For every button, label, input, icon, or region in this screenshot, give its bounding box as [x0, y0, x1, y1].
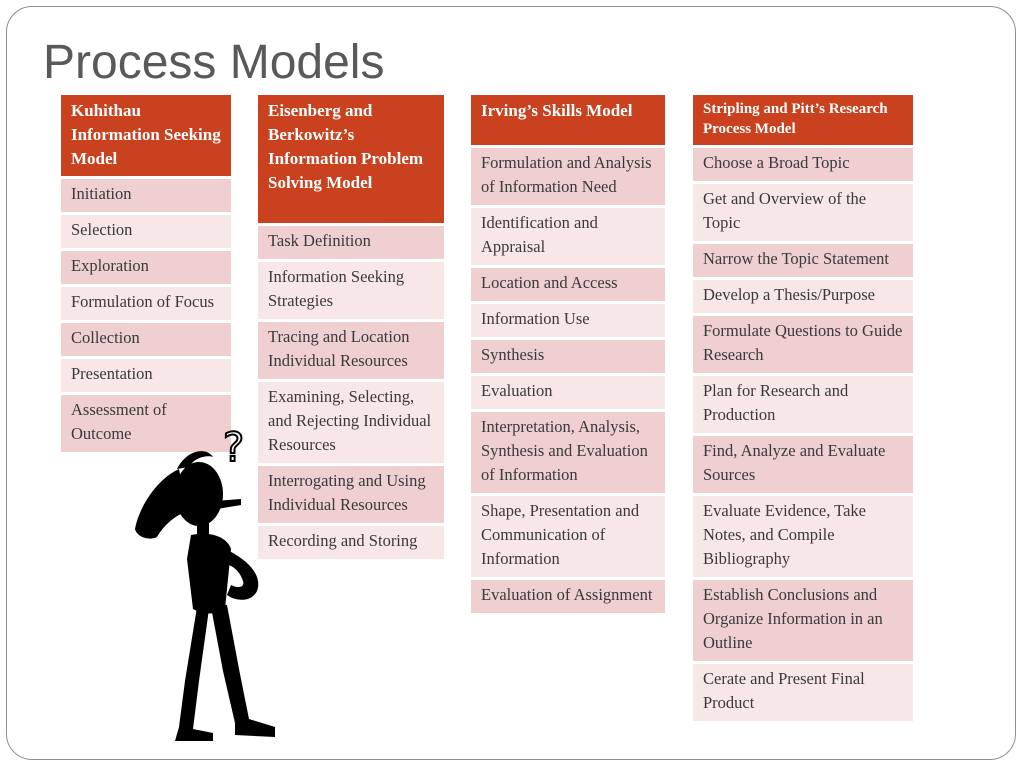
list-item: Choose a Broad Topic — [693, 145, 913, 181]
kuhlthau-column: Kuhithau Information Seeking Model Initi… — [61, 95, 231, 452]
column-header: Irving’s Skills Model — [471, 95, 665, 145]
list-item: Establish Conclusions and Organize Infor… — [693, 577, 913, 661]
list-item: Evaluate Evidence, Take Notes, and Compi… — [693, 493, 913, 577]
list-item: Formulation of Focus — [61, 284, 231, 320]
list-item: Formulate Questions to Guide Research — [693, 313, 913, 373]
list-item: Identification and Appraisal — [471, 205, 665, 265]
list-item: Information Seeking Strategies — [258, 259, 444, 319]
list-item: Get and Overview of the Topic — [693, 181, 913, 241]
eisenberg-berkowitz-column: Eisenberg and Berkowitz’s Information Pr… — [258, 95, 444, 559]
list-item: Interrogating and Using Individual Resou… — [258, 463, 444, 523]
list-item: Evaluation of Assignment — [471, 577, 665, 613]
list-item: Find, Analyze and Evaluate Sources — [693, 433, 913, 493]
list-item: Initiation — [61, 176, 231, 212]
column-header: Stripling and Pitt’s Research Process Mo… — [693, 95, 913, 145]
stripling-pitt-column: Stripling and Pitt’s Research Process Mo… — [693, 95, 913, 721]
list-item: Narrow the Topic Statement — [693, 241, 913, 277]
list-item: Develop a Thesis/Purpose — [693, 277, 913, 313]
list-item: Assessment of Outcome — [61, 392, 231, 452]
column-header: Eisenberg and Berkowitz’s Information Pr… — [258, 95, 444, 223]
question-mark-icon: ? — [223, 425, 244, 471]
list-item: Task Definition — [258, 223, 444, 259]
irving-column: Irving’s Skills Model Formulation and An… — [471, 95, 665, 613]
list-item: Information Use — [471, 301, 665, 337]
list-item: Tracing and Location Individual Resource… — [258, 319, 444, 379]
slide: Process Models Kuhithau Information Seek… — [6, 6, 1016, 760]
list-item: Selection — [61, 212, 231, 248]
list-item: Plan for Research and Production — [693, 373, 913, 433]
slide-title: Process Models — [43, 36, 385, 89]
list-item: Presentation — [61, 356, 231, 392]
list-item: Cerate and Present Final Product — [693, 661, 913, 721]
confused-stick-figure-icon: ? — [135, 424, 275, 741]
list-item: Shape, Presentation and Communication of… — [471, 493, 665, 577]
list-item: Recording and Storing — [258, 523, 444, 559]
list-item: Location and Access — [471, 265, 665, 301]
list-item: Examining, Selecting, and Rejecting Indi… — [258, 379, 444, 463]
list-item: Synthesis — [471, 337, 665, 373]
list-item: Exploration — [61, 248, 231, 284]
list-item: Formulation and Analysis of Information … — [471, 145, 665, 205]
list-item: Collection — [61, 320, 231, 356]
column-header: Kuhithau Information Seeking Model — [61, 95, 231, 176]
list-item: Evaluation — [471, 373, 665, 409]
list-item: Interpretation, Analysis, Synthesis and … — [471, 409, 665, 493]
